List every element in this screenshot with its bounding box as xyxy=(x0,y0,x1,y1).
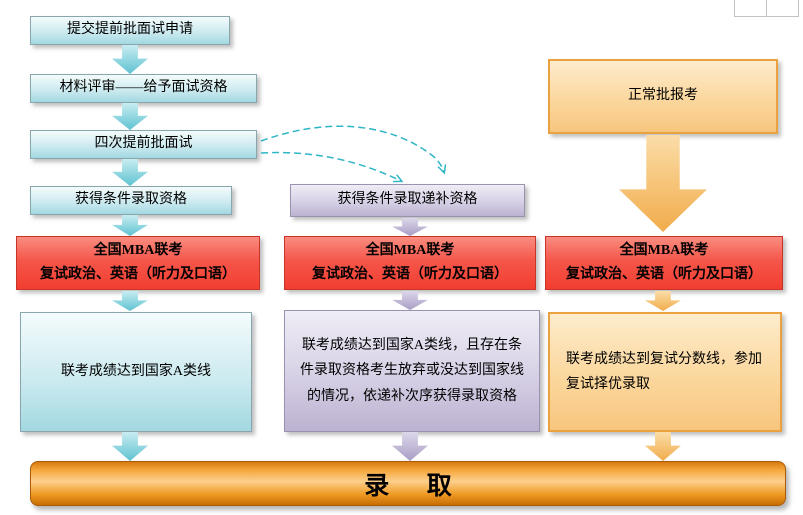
entry-box-normal-batch: 正常批报考 xyxy=(548,59,778,134)
result-box-middle: 联考成绩达到国家A类线，且存在条件录取资格考生放弃或没达到国家线的情况，依递补次… xyxy=(284,310,540,432)
step-box-conditional-admission: 获得条件录取资格 xyxy=(30,186,232,215)
down-arrow-icon xyxy=(112,103,148,130)
exam-line2: 复试政治、英语（听力及口语） xyxy=(312,266,508,282)
down-arrow-icon xyxy=(392,218,428,236)
step-box-material-review: 材料评审——给予面试资格 xyxy=(30,74,257,103)
exam-box-middle: 全国MBA联考 复试政治、英语（听力及口语） xyxy=(284,236,536,290)
admission-bar: 录取 xyxy=(30,461,786,506)
down-arrow-icon xyxy=(112,432,148,461)
big-down-arrow-icon xyxy=(619,135,707,232)
exam-line2: 复试政治、英语（听力及口语） xyxy=(40,266,236,282)
result-box-right: 联考成绩达到复试分数线，参加复试择优录取 xyxy=(548,312,782,432)
exam-line1: 全国MBA联考 xyxy=(93,242,183,258)
exam-line2: 复试政治、英语（听力及口语） xyxy=(566,266,762,282)
result-box-left: 联考成绩达到国家A类线 xyxy=(20,312,252,432)
entry-box-waitlist-qualification: 获得条件录取递补资格 xyxy=(290,184,525,217)
exam-line1: 全国MBA联考 xyxy=(619,242,709,258)
down-arrow-icon xyxy=(112,215,148,236)
exam-box-right: 全国MBA联考 复试政治、英语（听力及口语） xyxy=(545,236,783,290)
step-box-submit-interview-application: 提交提前批面试申请 xyxy=(30,16,230,45)
down-arrow-icon xyxy=(112,291,148,311)
spreadsheet-cell xyxy=(734,0,767,17)
down-arrow-icon xyxy=(645,291,681,311)
exam-box-left: 全国MBA联考 复试政治、英语（听力及口语） xyxy=(16,236,260,290)
down-arrow-icon xyxy=(392,432,428,461)
down-arrow-icon xyxy=(112,45,148,74)
down-arrow-icon xyxy=(112,159,148,186)
spreadsheet-grid-remnant xyxy=(734,0,799,17)
admission-label: 录取 xyxy=(364,472,490,500)
dashed-connector-path xyxy=(260,125,444,172)
spreadsheet-cell xyxy=(766,0,799,17)
exam-line1: 全国MBA联考 xyxy=(365,242,455,258)
down-arrow-icon xyxy=(645,432,681,461)
down-arrow-icon xyxy=(392,291,428,310)
dashed-connector-path xyxy=(260,151,401,181)
step-box-four-early-interviews: 四次提前批面试 xyxy=(30,130,257,159)
